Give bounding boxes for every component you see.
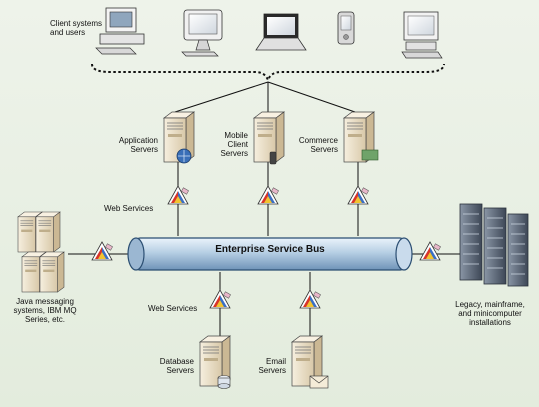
database-servers-label: Database Servers — [159, 357, 194, 375]
database-server-icon — [199, 335, 231, 389]
commerce-servers-label: Commerce Servers — [298, 136, 338, 154]
desktop-computer-icon — [95, 7, 145, 55]
enterprise-service-bus-pipe — [127, 237, 413, 271]
email-servers-label: Email Servers — [258, 357, 286, 375]
application-server-icon — [163, 111, 195, 164]
java-messaging-label: Java messaging systems, IBM MQ Series, e… — [13, 297, 77, 324]
pda-icon — [337, 11, 355, 45]
monitor-computer-icon — [401, 11, 443, 59]
enterprise-service-bus-label: Enterprise Service Bus — [215, 244, 325, 255]
web-services-top-label: Web Services — [104, 204, 154, 213]
mainframe-rack-icon — [459, 203, 529, 287]
web-services-bottom-label: Web Services — [148, 304, 198, 313]
legacy-installations-label: Legacy, mainframe, and minicomputer inst… — [455, 300, 525, 327]
laptop-icon — [255, 13, 307, 51]
java-server-cluster-icon — [17, 211, 65, 293]
email-server-icon — [291, 335, 329, 389]
mobile-server-icon — [253, 111, 285, 165]
mobile-client-servers-label: Mobile Client Servers — [220, 131, 248, 158]
client-brace — [91, 63, 445, 83]
imac-computer-icon — [181, 9, 223, 57]
commerce-server-icon — [343, 111, 379, 163]
application-servers-label: Application Servers — [118, 136, 158, 154]
client-systems-label: Client systems and users — [50, 19, 103, 37]
